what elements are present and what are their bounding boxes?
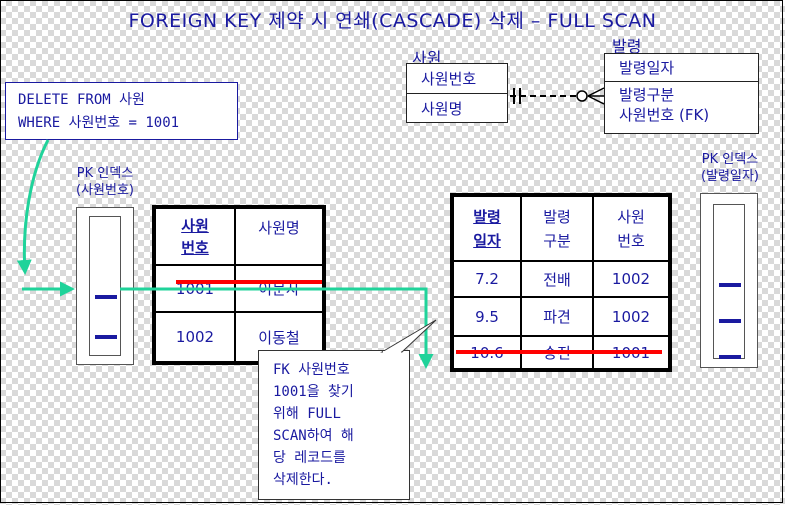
pk-index-right-entry-1 xyxy=(719,283,741,287)
employee-cell: 1002 xyxy=(153,311,236,364)
order-header-type: 발령 구분 xyxy=(520,194,594,262)
sql-line-2: WHERE 사원번호 = 1001 xyxy=(18,115,180,131)
employee-header-id: 사원 번호 xyxy=(153,206,236,266)
pk-index-left-inner xyxy=(89,216,121,356)
pk-index-right-inner xyxy=(713,204,745,359)
pk-index-left-label-line2: (사원번호) xyxy=(76,183,134,198)
entity-employee-key: 사원번호 xyxy=(407,64,507,94)
relationship-line xyxy=(510,87,605,105)
pk-index-left-entry-2 xyxy=(95,335,117,339)
diagram-title: FOREIGN KEY 제약 시 연쇄(CASCADE) 삭제 – FULL S… xyxy=(128,10,657,32)
sql-statement-box: DELETE FROM 사원 WHERE 사원번호 = 1001 xyxy=(5,82,238,140)
order-cell: 파견 xyxy=(520,296,594,337)
order-header-date: 발령 일자 xyxy=(451,194,522,262)
employee-header-name: 사원명 xyxy=(234,206,325,266)
entity-employee-attr: 사원명 xyxy=(421,100,463,118)
entity-order-name: 발령 xyxy=(612,37,642,56)
callout-box: FK 사원번호 1001을 찾기 위해 FULL SCAN하여 해 당 레코드를… xyxy=(258,350,410,500)
pk-index-right-label: PK 인덱스 (발령일자) xyxy=(680,151,780,185)
pk-index-right xyxy=(700,193,758,368)
pk-index-right-entry-3 xyxy=(719,355,741,359)
sql-line-1: DELETE FROM 사원 xyxy=(18,92,145,108)
order-row: 9.5 파견 1002 xyxy=(451,296,671,337)
entity-employee-box: 사원번호 사원명 xyxy=(406,63,508,123)
order-cell: 1002 xyxy=(592,296,671,337)
pk-index-right-label-line2: (발령일자) xyxy=(701,169,759,184)
order-header-empno: 사원 번호 xyxy=(592,194,671,262)
order-row: 7.2 전배 1002 xyxy=(451,260,671,298)
entity-order-attr1: 발령구분 xyxy=(619,86,675,104)
sql-to-index-arrow xyxy=(16,139,50,275)
pk-index-left-label: PK 인덱스 (사원번호) xyxy=(55,165,155,199)
pk-index-left xyxy=(76,207,134,365)
callout-pointer xyxy=(380,319,437,353)
pk-index-right-entry-2 xyxy=(719,319,741,323)
order-cell: 1002 xyxy=(592,260,671,298)
order-cell: 전배 xyxy=(520,260,594,298)
entity-order-key: 발령일자 xyxy=(605,54,758,82)
entity-order-attr2: 사원번호 (FK) xyxy=(619,106,710,124)
pk-index-left-entry-1 xyxy=(95,295,117,299)
order-cell: 9.5 xyxy=(451,296,522,337)
pk-index-left-label-line1: PK 인덱스 xyxy=(76,166,134,181)
full-scan-arrow xyxy=(120,287,434,369)
pk-index-right-label-line1: PK 인덱스 xyxy=(701,152,759,167)
order-cell: 7.2 xyxy=(451,260,522,298)
entity-order-box: 발령일자 발령구분 사원번호 (FK) xyxy=(604,53,759,134)
